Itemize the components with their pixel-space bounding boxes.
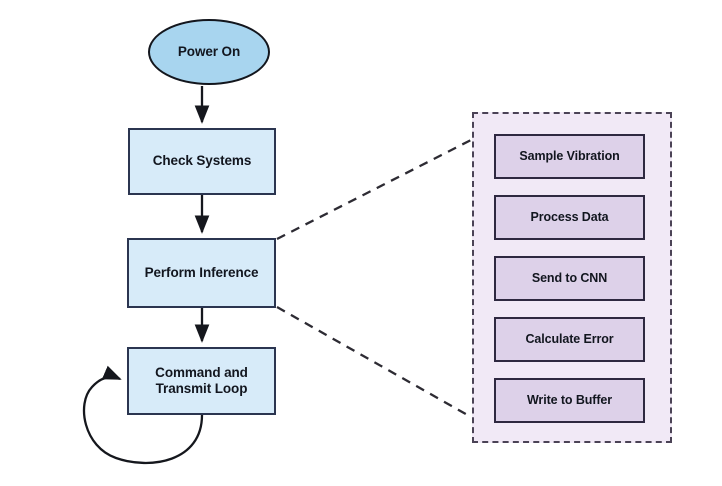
node-calculate-error-label: Calculate Error (525, 331, 614, 346)
node-perform-inference[interactable]: Perform Inference (127, 238, 276, 308)
edge-loop-self (82, 365, 204, 465)
node-sample-vibration-label: Sample Vibration (519, 148, 620, 163)
edge-expand-bottom (276, 305, 472, 419)
node-calculate-error[interactable]: Calculate Error (494, 317, 645, 362)
node-send-to-cnn[interactable]: Send to CNN (494, 256, 645, 301)
node-command-transmit-loop-label: Command and Transmit Loop (155, 364, 248, 396)
node-write-to-buffer-label: Write to Buffer (526, 392, 613, 407)
node-sample-vibration[interactable]: Sample Vibration (494, 134, 645, 179)
node-send-to-cnn-label: Send to CNN (531, 270, 608, 285)
edge-expand-top (276, 138, 472, 241)
node-process-data[interactable]: Process Data (494, 195, 645, 240)
node-write-to-buffer[interactable]: Write to Buffer (494, 378, 645, 423)
node-perform-inference-label: Perform Inference (144, 264, 259, 280)
node-power-on[interactable]: Power On (148, 19, 270, 85)
node-process-data-label: Process Data (530, 209, 609, 224)
node-check-systems[interactable]: Check Systems (128, 128, 276, 195)
node-command-transmit-loop[interactable]: Command and Transmit Loop (127, 347, 276, 415)
node-check-systems-label: Check Systems (152, 153, 252, 169)
node-power-on-label: Power On (177, 43, 241, 59)
